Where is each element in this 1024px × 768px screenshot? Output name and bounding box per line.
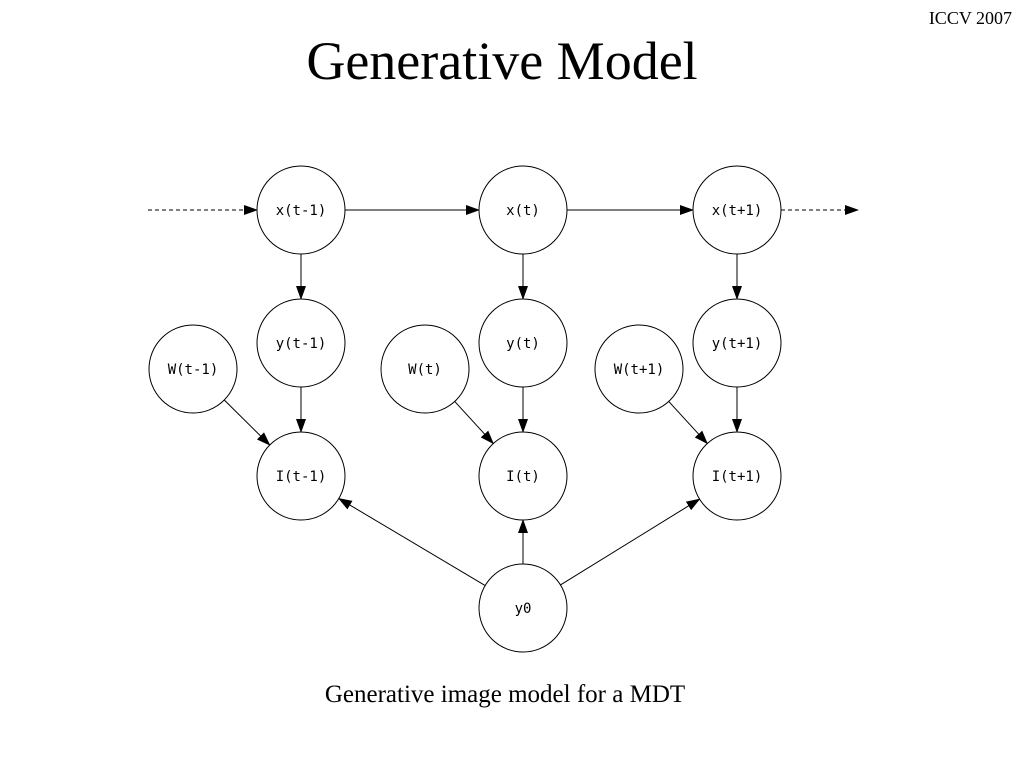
node-I_tp1: I(t+1) bbox=[692, 431, 782, 521]
node-x_tm1: x(t-1) bbox=[256, 165, 346, 255]
edge-W_tm1-to-I_tm1 bbox=[223, 399, 271, 446]
edge-W_t-to-I_t bbox=[454, 401, 494, 445]
node-label: y0 bbox=[515, 601, 532, 617]
edges bbox=[148, 205, 859, 586]
node-x_tp1: x(t+1) bbox=[692, 165, 782, 255]
node-circle bbox=[478, 563, 568, 653]
nodes: x(t-1) x(t) x(t+1) y(t-1) y(t) y(t+1) W(t-1) W(… bbox=[148, 165, 782, 653]
node-y_tp1: y(t+1) bbox=[692, 298, 782, 388]
node-circle bbox=[256, 431, 346, 521]
node-label: y(t-1) bbox=[276, 336, 327, 352]
node-label: I(t+1) bbox=[712, 469, 763, 485]
node-label: x(t) bbox=[506, 203, 540, 219]
node-label: W(t-1) bbox=[168, 362, 219, 378]
node-label: x(t-1) bbox=[276, 203, 327, 219]
node-W_tm1: W(t-1) bbox=[148, 324, 238, 414]
edge-y0-to-I_tp1 bbox=[560, 498, 701, 586]
node-W_tp1: W(t+1) bbox=[594, 324, 684, 414]
node-circle bbox=[256, 298, 346, 388]
edge-W_tp1-to-I_tp1 bbox=[668, 401, 708, 445]
conference-label: ICCV 2007 bbox=[928, 8, 1012, 28]
slide-caption: Generative image model for a MDT bbox=[324, 681, 686, 708]
node-circle bbox=[692, 165, 782, 255]
node-label: I(t-1) bbox=[276, 469, 327, 485]
node-circle bbox=[692, 298, 782, 388]
node-label: W(t) bbox=[408, 362, 442, 378]
node-I_t: I(t) bbox=[478, 431, 568, 521]
node-y_tm1: y(t-1) bbox=[256, 298, 346, 388]
node-label: y(t) bbox=[506, 336, 540, 352]
node-x_t: x(t) bbox=[478, 165, 568, 255]
node-circle bbox=[478, 165, 568, 255]
node-label: x(t+1) bbox=[712, 203, 763, 219]
node-label: W(t+1) bbox=[614, 362, 665, 378]
node-label: y(t+1) bbox=[712, 336, 763, 352]
node-circle bbox=[148, 324, 238, 414]
node-label: I(t) bbox=[506, 469, 540, 485]
node-circle bbox=[478, 431, 568, 521]
node-I_tm1: I(t-1) bbox=[256, 431, 346, 521]
node-circle bbox=[256, 165, 346, 255]
node-W_t: W(t) bbox=[380, 324, 470, 414]
node-circle bbox=[692, 431, 782, 521]
slide-title: Generative Model bbox=[306, 31, 698, 91]
node-circle bbox=[380, 324, 470, 414]
node-y_t: y(t) bbox=[478, 298, 568, 388]
node-y0: y0 bbox=[478, 563, 568, 653]
edge-y0-to-I_tm1 bbox=[337, 497, 486, 586]
node-circle bbox=[594, 324, 684, 414]
node-circle bbox=[478, 298, 568, 388]
